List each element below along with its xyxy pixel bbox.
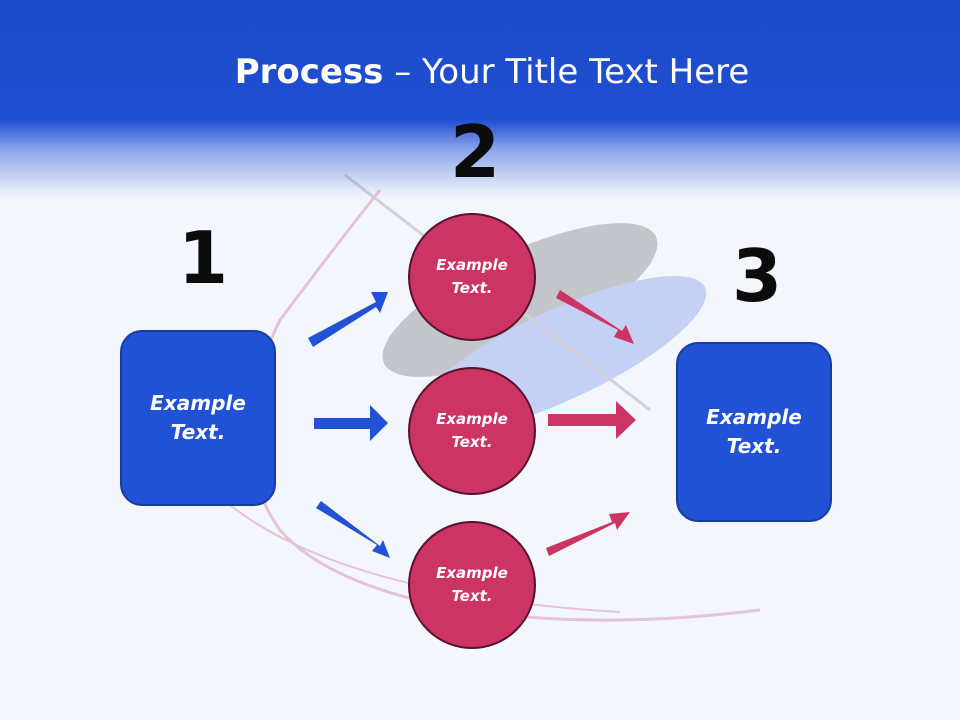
- pink-arrows: [546, 290, 636, 556]
- left-process-box: Example Text.: [120, 330, 276, 506]
- title-rest: – Your Title Text Here: [383, 52, 750, 92]
- step-number-3: 3: [732, 234, 783, 318]
- arrow-down-right-icon: [556, 290, 634, 344]
- circle-top-label: Example Text.: [436, 256, 508, 297]
- arrow-down-right-icon: [316, 501, 390, 558]
- step-number-2: 2: [450, 110, 501, 194]
- right-process-box: Example Text.: [676, 342, 832, 522]
- right-box-label: Example Text.: [706, 405, 802, 458]
- circle-middle: Example Text.: [408, 367, 536, 495]
- left-box-label: Example Text.: [150, 391, 246, 444]
- blue-arrows: [308, 292, 390, 558]
- step-number-1: 1: [178, 216, 229, 300]
- header-band: [0, 0, 960, 200]
- page-title: Process – Your Title Text Here: [0, 52, 960, 92]
- arrow-up-right-icon: [546, 512, 630, 556]
- arrow-up-right-icon: [308, 292, 388, 347]
- arrow-right-icon: [314, 405, 388, 441]
- circle-bottom: Example Text.: [408, 521, 536, 649]
- title-bold: Process: [234, 52, 384, 92]
- circle-middle-label: Example Text.: [436, 410, 508, 451]
- arrow-right-icon: [548, 401, 636, 439]
- circle-bottom-label: Example Text.: [436, 564, 508, 605]
- circle-top: Example Text.: [408, 213, 536, 341]
